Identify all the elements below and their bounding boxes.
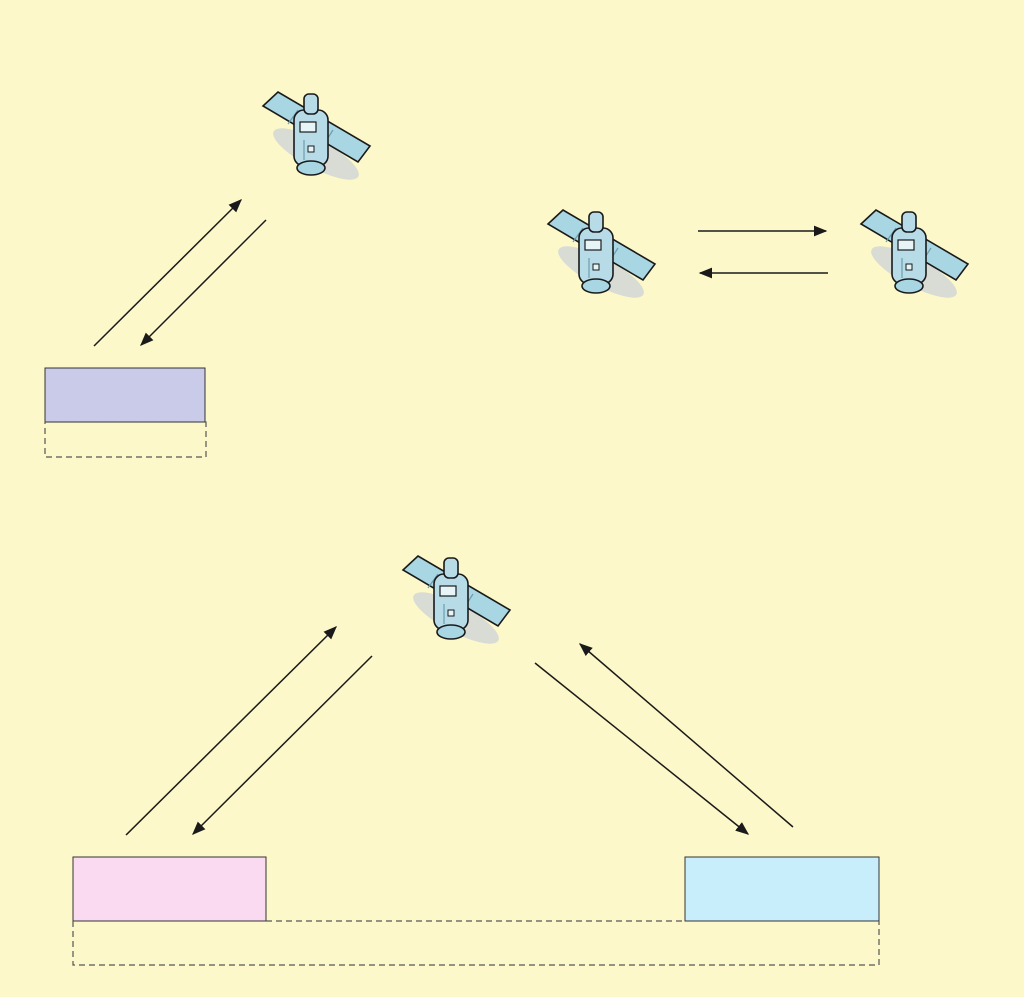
ground-station-pink-box <box>73 857 266 921</box>
ground-station-purple-box <box>45 368 205 422</box>
ground-station-blue-box <box>685 857 879 921</box>
